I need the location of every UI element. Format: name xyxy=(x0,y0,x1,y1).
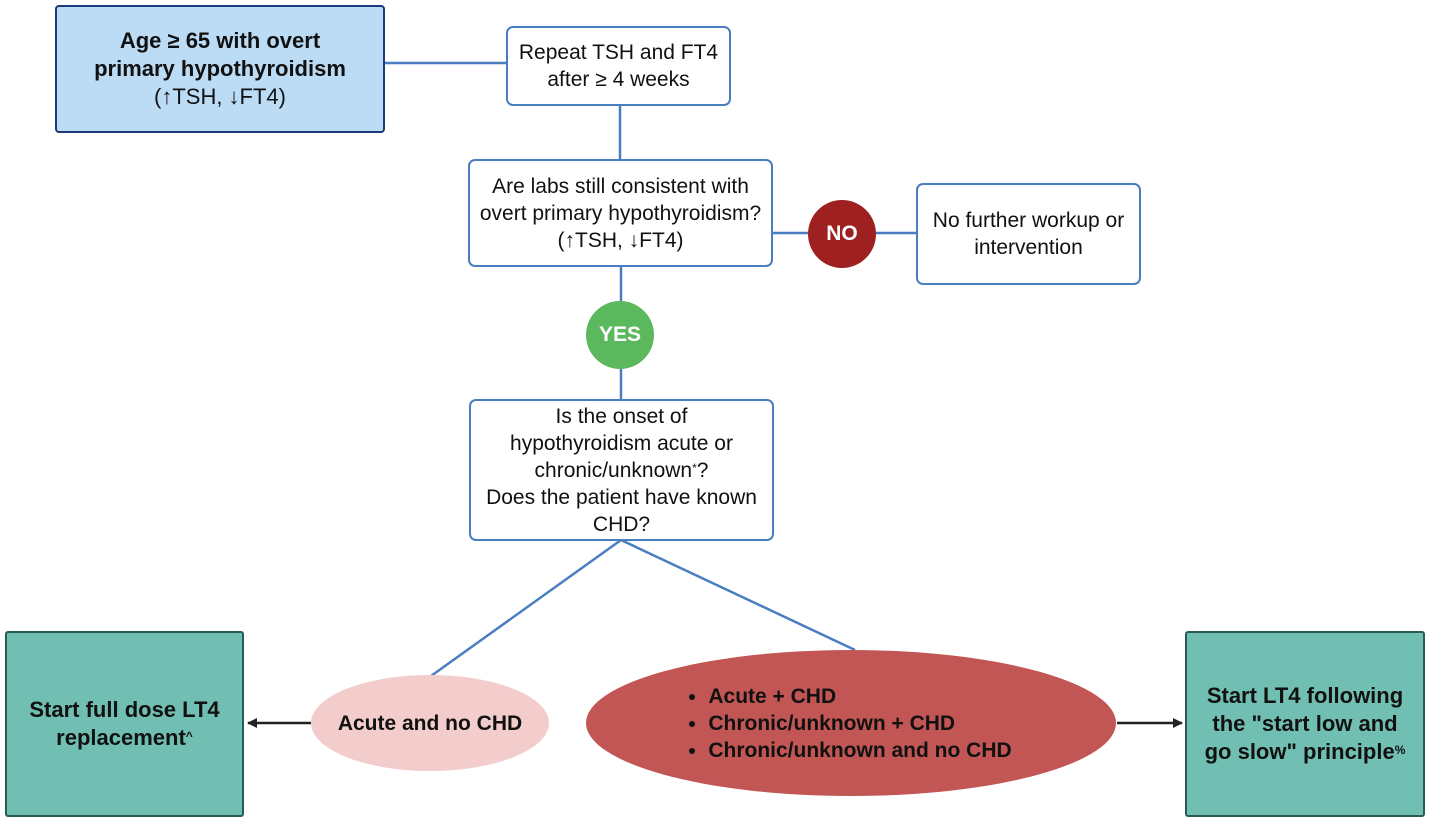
no-result-line-2: intervention xyxy=(974,236,1083,259)
full-dose-box: Start full dose LT4 replacement^ xyxy=(5,631,244,817)
start-low-line-1: Start LT4 following xyxy=(1206,683,1404,708)
no-result-line-1: No further workup or xyxy=(932,209,1125,232)
onset-line-3-text: chronic/unknown xyxy=(534,458,693,482)
full-dose-footnote-mark: ^ xyxy=(185,729,193,743)
onset-line-2: hypothyroidism acute or xyxy=(510,431,733,455)
other-cases-ellipse: Acute + CHD Chronic/unknown + CHD Chroni… xyxy=(586,650,1116,796)
onset-line-5: CHD? xyxy=(592,512,651,536)
start-line-3: (↑TSH, ↓FT4) xyxy=(154,84,286,109)
other-cases-list: Acute + CHD Chronic/unknown + CHD Chroni… xyxy=(690,683,1011,764)
repeat-labs-line-2: after ≥ 4 weeks xyxy=(547,68,690,91)
yes-badge: YES xyxy=(586,301,654,369)
labs-question-line-3: (↑TSH, ↓FT4) xyxy=(557,228,684,252)
no-further-workup-box: No further workup or intervention xyxy=(916,183,1141,285)
full-dose-line-2: replacement^ xyxy=(56,724,193,752)
full-dose-line-1: Start full dose LT4 xyxy=(29,697,220,722)
start-low-footnote-mark: % xyxy=(1394,743,1406,757)
connector-onset-to-other xyxy=(620,538,856,652)
onset-question-box: Is the onset of hypothyroidism acute or … xyxy=(469,399,774,541)
onset-line-3-end: ? xyxy=(696,458,709,482)
start-line-2: primary hypothyroidism xyxy=(94,56,346,81)
no-badge: NO xyxy=(808,200,876,268)
connector-onset-to-acute xyxy=(430,538,622,678)
start-line-1: Age ≥ 65 with overt xyxy=(119,28,321,53)
other-case-item: Chronic/unknown and no CHD xyxy=(708,737,1011,764)
labs-question-line-2: overt primary hypothyroidism? xyxy=(479,201,762,225)
start-low-line-3: go slow" principle% xyxy=(1205,738,1406,766)
onset-line-4: Does the patient have known xyxy=(486,485,757,509)
start-low-line-3-text: go slow" principle xyxy=(1204,739,1395,764)
start-low-line-2: the "start low and xyxy=(1212,711,1398,736)
labs-question-line-1: Are labs still consistent with xyxy=(492,174,749,198)
other-case-item: Acute + CHD xyxy=(708,683,1011,710)
acute-no-chd-ellipse: Acute and no CHD xyxy=(311,675,549,771)
other-case-item: Chronic/unknown + CHD xyxy=(708,710,1011,737)
start-low-box: Start LT4 following the "start low and g… xyxy=(1185,631,1425,817)
start-condition-box: Age ≥ 65 with overt primary hypothyroidi… xyxy=(55,5,385,133)
onset-footnote-mark: * xyxy=(692,460,697,475)
onset-line-3: chronic/unknown*? xyxy=(535,457,709,484)
full-dose-line-2-text: replacement xyxy=(56,725,186,750)
onset-line-1: Is the onset of xyxy=(555,404,688,428)
labs-consistent-question-box: Are labs still consistent with overt pri… xyxy=(468,159,773,267)
repeat-labs-box: Repeat TSH and FT4 after ≥ 4 weeks xyxy=(506,26,731,106)
repeat-labs-line-1: Repeat TSH and FT4 xyxy=(518,41,719,64)
